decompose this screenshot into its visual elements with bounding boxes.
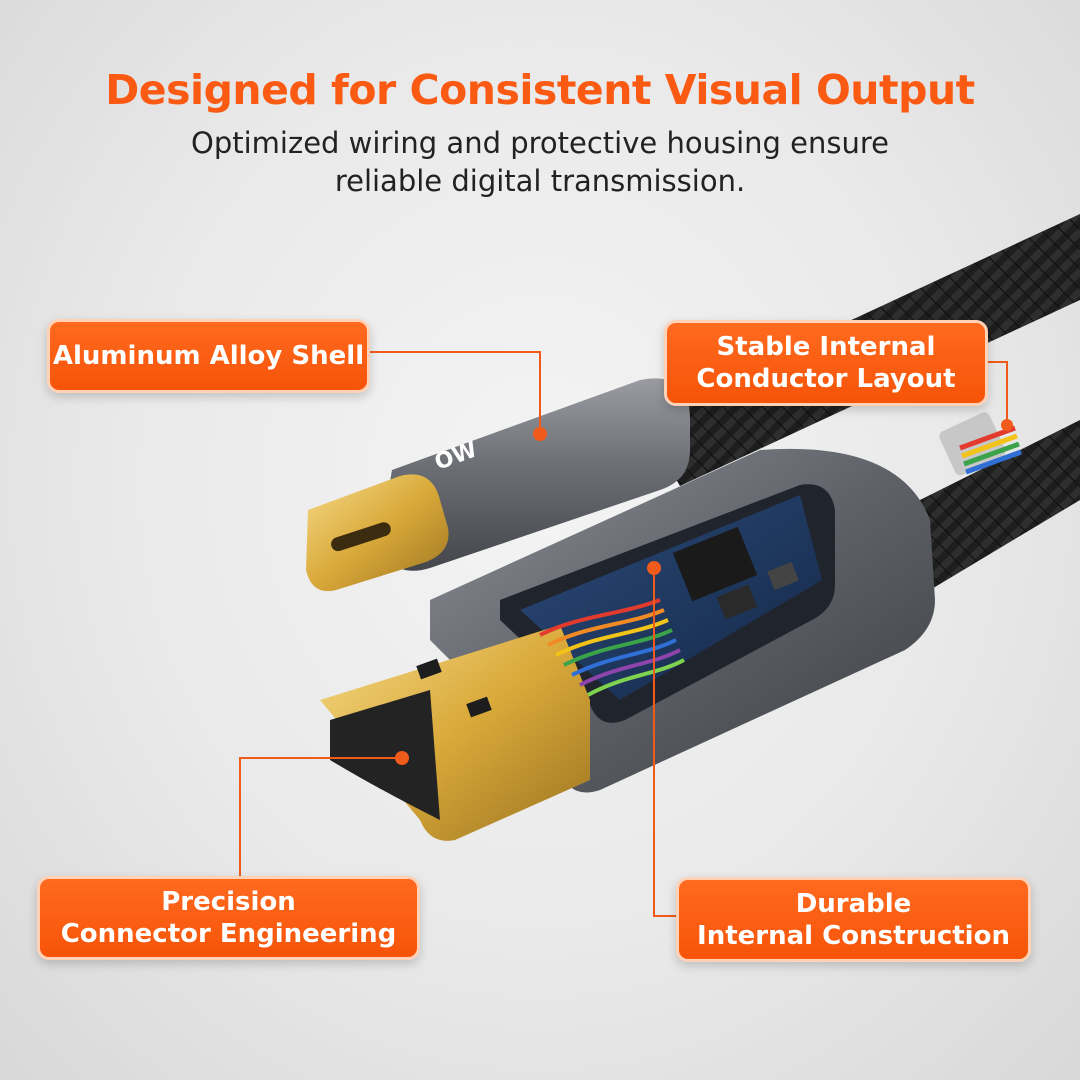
callout-precision-connector-engineering: Precision Connector Engineering [37, 876, 420, 960]
callout-connector-line2: Connector Engineering [60, 919, 397, 949]
callout-aluminum-alloy-shell: Aluminum Alloy Shell [47, 319, 370, 393]
usb-c-connector [306, 378, 690, 592]
callout-durable-internal-construction: Durable Internal Construction [676, 877, 1031, 962]
internal-wires [539, 598, 685, 697]
exposed-conductors [939, 412, 1022, 476]
displayport-connector [320, 448, 935, 841]
callout-conductor-line2: Conductor Layout [696, 364, 956, 394]
callout-construction-line1: Durable [795, 888, 912, 919]
callout-conductor-line1: Stable Internal [716, 332, 936, 362]
callout-construction-line2: Internal Construction [697, 920, 1010, 951]
page-subtitle: Optimized wiring and protective housing … [0, 124, 1080, 200]
callout-leaders [239, 351, 1008, 917]
subtitle-line-2: reliable digital transmission. [334, 164, 746, 198]
dot-aluminum-shell [533, 427, 547, 441]
page-title: Designed for Consistent Visual Output [105, 66, 975, 114]
callout-connector-line1: Precision [161, 887, 296, 917]
dot-connector-engineering [395, 751, 409, 765]
dot-conductor-layout [1001, 419, 1013, 431]
dot-internal-construction [647, 561, 661, 575]
callout-stable-conductor-layout: Stable Internal Conductor Layout [664, 320, 988, 406]
callout-aluminum-line1: Aluminum Alloy Shell [52, 341, 365, 371]
subtitle-line-1: Optimized wiring and protective housing … [191, 126, 889, 160]
callout-dots [395, 419, 1013, 765]
